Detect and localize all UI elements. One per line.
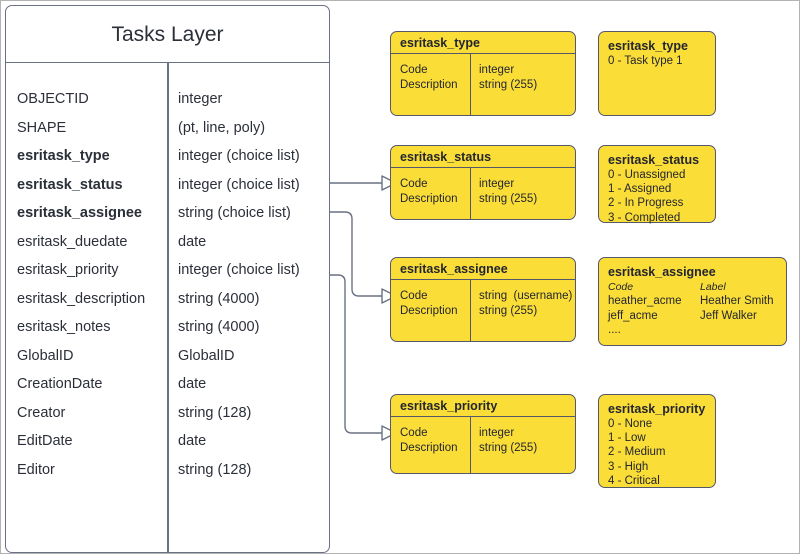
table-row[interactable]: esritask_priority integer (choice list) xyxy=(6,262,329,291)
field-name: esritask_status xyxy=(17,176,123,193)
domain-header-code: Code xyxy=(608,281,634,293)
field-type: date xyxy=(178,376,207,392)
domain-esritask-status[interactable]: esritask_status 0 - Unassigned 1 - Assig… xyxy=(598,145,716,224)
table-row[interactable]: esritask_type integer (choice list) xyxy=(6,148,329,177)
column-divider xyxy=(470,417,472,473)
field-type: integer (choice list) xyxy=(178,148,300,164)
field-type: integer xyxy=(178,91,223,107)
domain-row: heather_acme Heather Smith xyxy=(608,294,777,309)
table-row[interactable]: Editor string (128) xyxy=(6,462,329,491)
table-row[interactable]: OBJECTID integer xyxy=(6,91,329,120)
domain-row-label: Jeff Walker xyxy=(700,309,757,322)
table-esritask-assignee[interactable]: esritask_assignee Code Description strin… xyxy=(390,257,576,342)
table-body: Code Description string (username) strin… xyxy=(391,280,575,341)
domain-value: 0 - Task type 1 xyxy=(608,55,683,67)
table-body: Code Description integer string (255) xyxy=(391,54,575,115)
domain-value: 2 - Medium xyxy=(608,446,666,459)
entity-field-list: OBJECTID integer SHAPE (pt, line, poly) … xyxy=(6,63,329,490)
table-row[interactable]: EditDate date xyxy=(6,433,329,462)
table-row[interactable]: esritask_notes string (4000) xyxy=(6,319,329,348)
table-title: esritask_type xyxy=(391,32,575,54)
entity-title: Tasks Layer xyxy=(6,6,329,63)
domain-header-label: Label xyxy=(700,281,726,293)
field-name: esritask_duedate xyxy=(17,233,128,250)
table-title: esritask_status xyxy=(391,146,575,168)
table-row[interactable]: esritask_duedate date xyxy=(6,234,329,263)
domain-esritask-type[interactable]: esritask_type 0 - Task type 1 xyxy=(598,31,716,116)
table-row[interactable]: GlobalID GlobalID xyxy=(6,348,329,377)
table-row[interactable]: esritask_status integer (choice list) xyxy=(6,177,329,206)
field-name: CreationDate xyxy=(17,376,103,392)
domain-title: esritask_assignee xyxy=(608,265,716,279)
field-type: string (4000) xyxy=(178,290,260,307)
table-column-types: integer string (255) xyxy=(479,178,538,205)
domain-esritask-assignee[interactable]: esritask_assignee Code Label heather_acm… xyxy=(598,257,787,346)
field-name: esritask_notes xyxy=(17,319,111,335)
field-name: esritask_description xyxy=(17,290,146,307)
domain-title: esritask_status xyxy=(608,153,700,167)
table-column-types: integer string (255) xyxy=(479,427,538,454)
entity-tasks-layer[interactable]: Tasks Layer OBJECTID integer SHAPE (pt, … xyxy=(5,5,330,553)
domain-esritask-priority[interactable]: esritask_priority 0 - None 1 - Low 2 - M… xyxy=(598,394,716,488)
field-name: Editor xyxy=(17,461,55,478)
domain-value: 3 - High xyxy=(608,460,649,473)
table-body: Code Description integer string (255) xyxy=(391,168,575,219)
domain-value: 0 - Unassigned xyxy=(608,169,686,181)
table-column-names: Code Description xyxy=(400,290,458,317)
table-row[interactable]: SHAPE (pt, line, poly) xyxy=(6,120,329,149)
table-row[interactable]: CreationDate date xyxy=(6,376,329,405)
field-type: integer (choice list) xyxy=(178,262,300,278)
table-body: Code Description integer string (255) xyxy=(391,417,575,473)
domain-title: esritask_priority xyxy=(608,402,706,416)
table-row[interactable]: esritask_assignee string (choice list) xyxy=(6,205,329,234)
domain-row-code: jeff_acme xyxy=(608,309,658,322)
field-type: string (128) xyxy=(178,404,252,421)
domain-value: 0 - None xyxy=(608,418,653,430)
field-name: esritask_priority xyxy=(17,262,119,278)
field-name: esritask_assignee xyxy=(17,205,142,221)
table-esritask-priority[interactable]: esritask_priority Code Description integ… xyxy=(390,394,576,474)
table-row[interactable]: Creator string (128) xyxy=(6,405,329,434)
table-column-types: integer string (255) xyxy=(479,64,538,91)
domain-row: jeff_acme Jeff Walker xyxy=(608,309,777,324)
column-divider xyxy=(470,54,472,115)
field-type: string (4000) xyxy=(178,319,260,335)
field-type: GlobalID xyxy=(178,347,235,364)
table-column-names: Code Description xyxy=(400,64,458,91)
field-type: (pt, line, poly) xyxy=(178,119,266,136)
field-name: EditDate xyxy=(17,433,73,449)
table-esritask-status[interactable]: esritask_status Code Description integer… xyxy=(390,145,576,220)
table-column-names: Code Description xyxy=(400,427,458,454)
field-name: Creator xyxy=(17,404,66,421)
table-title: esritask_priority xyxy=(391,395,575,417)
domain-value: 2 - In Progress xyxy=(608,197,684,210)
table-column-types: string (username) string (255) xyxy=(479,290,573,317)
field-name: SHAPE xyxy=(17,119,67,136)
table-esritask-type[interactable]: esritask_type Code Description integer s… xyxy=(390,31,576,116)
domain-row-code: heather_acme xyxy=(608,295,682,307)
table-column-names: Code Description xyxy=(400,178,458,205)
domain-value: 4 - Critical xyxy=(608,474,660,487)
column-divider xyxy=(470,280,472,341)
field-name: GlobalID xyxy=(17,347,74,364)
domain-value: 1 - Assigned xyxy=(608,183,672,196)
table-title: esritask_assignee xyxy=(391,258,575,280)
domain-header-row: Code Label xyxy=(608,280,777,294)
domain-value: 3 - Completed xyxy=(608,211,681,224)
field-name: OBJECTID xyxy=(17,91,89,107)
entity-column-divider xyxy=(167,63,169,552)
field-type: string (128) xyxy=(178,461,252,478)
table-row[interactable]: esritask_description string (4000) xyxy=(6,291,329,320)
column-divider xyxy=(470,168,472,219)
domain-ellipsis: .... xyxy=(608,324,621,336)
field-name: esritask_type xyxy=(17,148,110,164)
field-type: date xyxy=(178,233,207,250)
domain-row-label: Heather Smith xyxy=(700,295,774,307)
domain-value: 1 - Low xyxy=(608,432,646,445)
domain-title: esritask_type xyxy=(608,39,688,53)
field-type: date xyxy=(178,433,207,449)
field-type: integer (choice list) xyxy=(178,176,300,193)
field-type: string (choice list) xyxy=(178,205,291,221)
